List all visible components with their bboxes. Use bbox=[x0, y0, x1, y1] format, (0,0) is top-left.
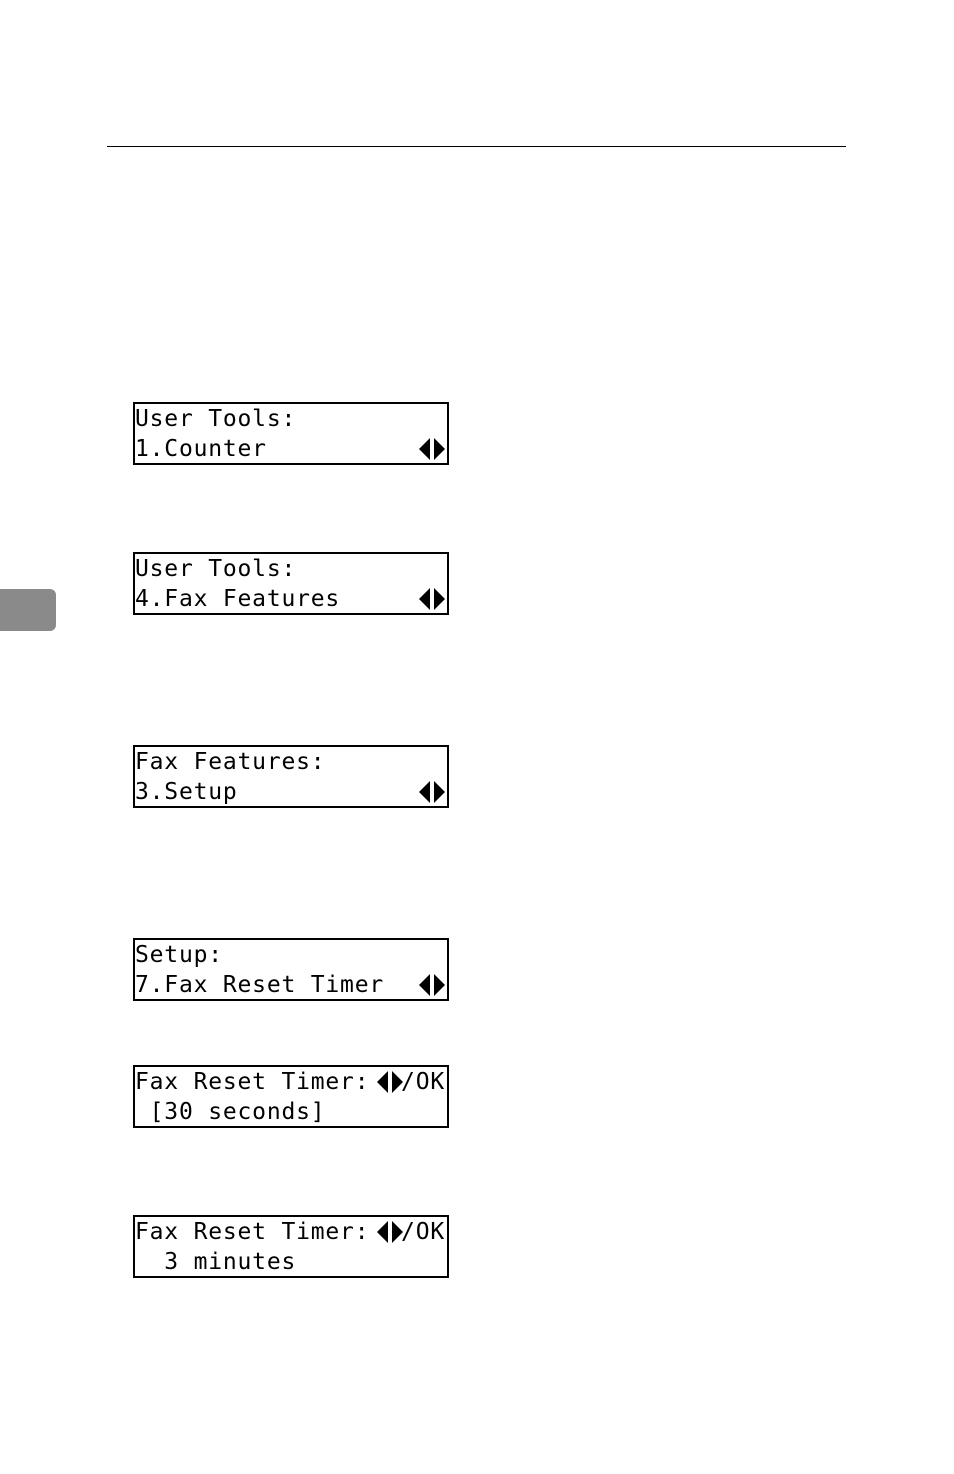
header-rule bbox=[107, 146, 846, 147]
left-right-arrows-icon bbox=[419, 974, 445, 996]
ok-label: /OK bbox=[401, 1067, 445, 1097]
left-right-arrows-icon bbox=[419, 781, 445, 803]
lcd-display-user-tools-counter: User Tools: 1.Counter bbox=[133, 402, 449, 465]
left-right-arrows-icon bbox=[419, 438, 445, 460]
lcd-line-2: 3.Setup bbox=[135, 777, 238, 807]
lcd-line-2: 3 minutes bbox=[135, 1247, 296, 1277]
lcd-display-fax-features-setup: Fax Features: 3.Setup bbox=[133, 745, 449, 808]
lcd-line-2: 7.Fax Reset Timer bbox=[135, 970, 384, 1000]
lcd-display-user-tools-fax-features: User Tools: 4.Fax Features bbox=[133, 552, 449, 615]
left-right-arrows-icon bbox=[377, 1071, 403, 1093]
lcd-line-1: Fax Features: bbox=[135, 747, 325, 777]
lcd-line-2: 4.Fax Features bbox=[135, 584, 340, 614]
chapter-thumb-tab bbox=[0, 589, 56, 631]
lcd-line-1: Setup: bbox=[135, 940, 223, 970]
left-right-arrows-icon bbox=[419, 588, 445, 610]
lcd-line-2: 1.Counter bbox=[135, 434, 267, 464]
lcd-line-1: User Tools: bbox=[135, 554, 296, 584]
ok-label: /OK bbox=[401, 1217, 445, 1247]
lcd-line-1: Fax Reset Timer: bbox=[135, 1067, 369, 1097]
lcd-display-fax-reset-timer-3-minutes: Fax Reset Timer: /OK 3 minutes bbox=[133, 1215, 449, 1278]
lcd-line-1: User Tools: bbox=[135, 404, 296, 434]
left-right-arrows-icon bbox=[377, 1221, 403, 1243]
lcd-display-fax-reset-timer-30-seconds: Fax Reset Timer: /OK [30 seconds] bbox=[133, 1065, 449, 1128]
lcd-display-setup-fax-reset-timer: Setup: 7.Fax Reset Timer bbox=[133, 938, 449, 1001]
lcd-line-1: Fax Reset Timer: bbox=[135, 1217, 369, 1247]
lcd-line-2: [30 seconds] bbox=[135, 1097, 325, 1127]
